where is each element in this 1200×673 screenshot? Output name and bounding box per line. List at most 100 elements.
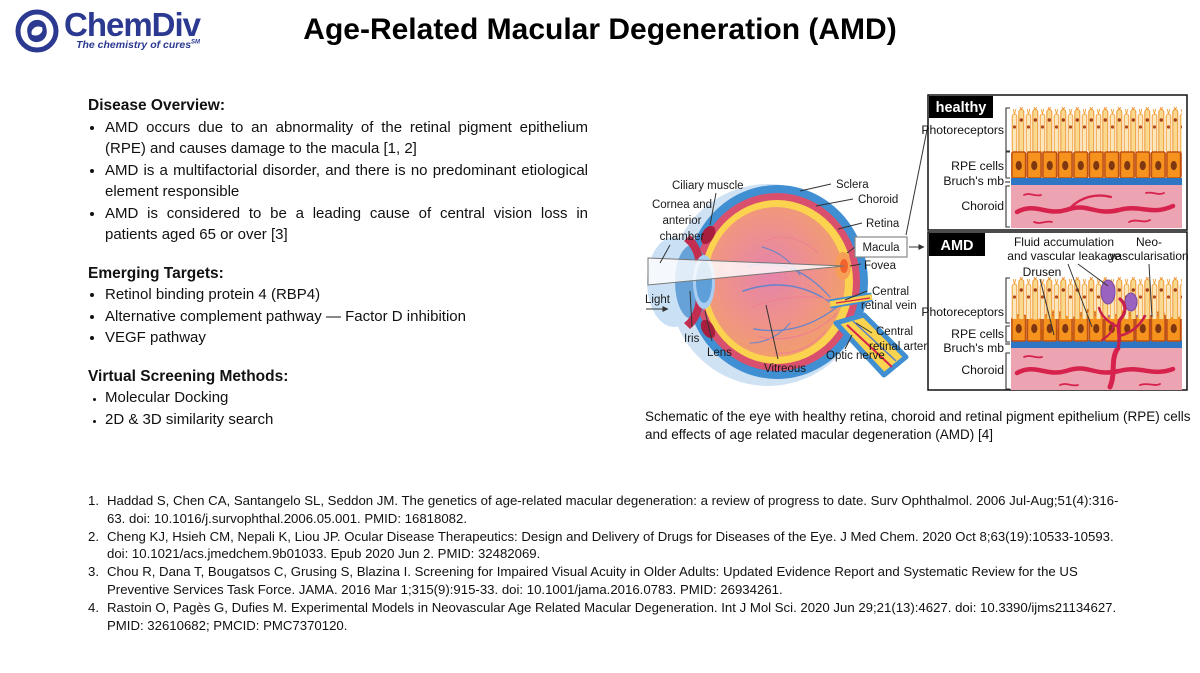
references: 1. Haddad S, Chen CA, Santangelo SL, Sedd… bbox=[88, 492, 1120, 634]
label-sclera: Sclera bbox=[836, 179, 869, 191]
line-fluid-2 bbox=[1077, 263, 1109, 287]
ciliary-muscle-lower bbox=[700, 319, 716, 339]
label-central-retinal-artery-2: retinal artery bbox=[869, 341, 933, 353]
line-vitreous bbox=[765, 304, 779, 360]
amd-panel: AMD Fluid accumulation and vascular leak… bbox=[921, 231, 1189, 391]
reference-text: Cheng KJ, Hsieh CM, Nepali K, Liou JP. O… bbox=[107, 528, 1114, 562]
healthy-panel: healthy Photoreceptors RPE cells Bruch's… bbox=[921, 94, 1188, 231]
label-light: Light bbox=[645, 294, 671, 306]
list-item: 2D & 3D similarity search bbox=[105, 409, 588, 431]
label-optic-nerve: Optic nerve bbox=[826, 350, 885, 362]
optic-nerve-structure bbox=[829, 292, 909, 378]
reference-number: 2. bbox=[88, 528, 99, 544]
label-vitreous: Vitreous bbox=[764, 363, 806, 375]
ciliary-muscle-upper bbox=[700, 225, 716, 245]
amd-neovessels bbox=[1097, 297, 1147, 350]
list-item: Molecular Docking bbox=[105, 387, 588, 409]
reference-item: 2. Cheng KJ, Hsieh CM, Nepali K, Liou JP.… bbox=[88, 528, 1120, 564]
healthy-rpe-layer bbox=[1011, 151, 1182, 179]
logo-tagline-mark: SM bbox=[191, 39, 201, 46]
label-central-retinal-artery-1: Central bbox=[876, 326, 913, 338]
label-fovea: Fovea bbox=[864, 260, 897, 272]
amd-label-fluid-1: Fluid accumulation bbox=[1014, 235, 1114, 249]
list-item: Alternative complement pathway — Factor … bbox=[105, 306, 588, 328]
healthy-tag: healthy bbox=[936, 100, 987, 116]
label-central-retinal-vein-1: Central bbox=[872, 286, 909, 298]
label-lens: Lens bbox=[707, 347, 732, 359]
retinal-vessels bbox=[742, 236, 838, 354]
healthy-label-rpe-cells: RPE cells bbox=[951, 159, 1004, 173]
list-item: AMD is a multifactorial disorder, and th… bbox=[105, 160, 588, 203]
line-lens bbox=[704, 310, 713, 342]
reference-number: 4. bbox=[88, 599, 99, 615]
logo-name: ChemDiv bbox=[64, 6, 201, 43]
list-item: AMD occurs due to an abnormality of the … bbox=[105, 117, 588, 160]
label-cornea-line1: Cornea and bbox=[652, 199, 712, 211]
amd-label-neo-2: vascularisation bbox=[1109, 249, 1188, 263]
label-cornea-line3: chamber bbox=[660, 231, 705, 243]
line-choroid bbox=[815, 198, 854, 207]
chemdiv-logo-icon bbox=[15, 9, 59, 53]
amd-fluid-blob-2 bbox=[1124, 292, 1138, 312]
reference-item: 4. Rastoin O, Pagès G, Dufies M. Experime… bbox=[88, 599, 1120, 635]
vitreous-body bbox=[707, 207, 845, 357]
list-item: VEGF pathway bbox=[105, 327, 588, 349]
reference-item: 3.Chou R, Dana T, Bougatsos C, Grusing S… bbox=[88, 563, 1120, 599]
label-leader-lines bbox=[646, 124, 929, 360]
macula-label-box bbox=[854, 236, 908, 258]
line-macula-to-healthy-panel bbox=[905, 124, 929, 236]
amd-fluid-blob-1 bbox=[1100, 279, 1116, 305]
chemdiv-logo: ChemDiv The chemistry of curesSM bbox=[14, 6, 201, 54]
virtual-screening-list: Molecular Docking 2D & 3D similarity sea… bbox=[88, 387, 588, 430]
line-central-retinal-vein bbox=[844, 290, 868, 301]
healthy-label-bruchs-mb: Bruch's mb bbox=[943, 174, 1004, 188]
amd-tag-box bbox=[929, 233, 985, 256]
line-macula bbox=[846, 246, 856, 254]
healthy-tag-box bbox=[929, 96, 993, 118]
label-choroid: Choroid bbox=[858, 194, 898, 206]
healthy-brackets bbox=[1005, 107, 1010, 228]
label-ciliary-muscle: Ciliary muscle bbox=[672, 180, 744, 192]
amd-label-neo-1: Neo- bbox=[1136, 235, 1162, 249]
reference-number: 1. bbox=[88, 493, 99, 508]
line-iris bbox=[689, 290, 693, 328]
line-fluid-1 bbox=[1067, 263, 1093, 328]
line-ciliary-muscle bbox=[709, 192, 717, 226]
light-beam bbox=[647, 257, 845, 286]
virtual-screening-heading: Virtual Screening Methods: bbox=[88, 367, 289, 385]
line-optic-nerve bbox=[844, 334, 853, 350]
healthy-bruchs-membrane bbox=[1011, 178, 1182, 185]
page-title: Age-Related Macular Degeneration (AMD) bbox=[303, 13, 897, 46]
figure-caption: Schematic of the eye with healthy retina… bbox=[645, 409, 1191, 442]
healthy-label-photoreceptors: Photoreceptors bbox=[921, 123, 1004, 137]
line-drusen bbox=[1039, 278, 1055, 336]
section-emerging-targets: Emerging Targets: Retinol binding protei… bbox=[88, 263, 588, 349]
amd-label-choroid: Choroid bbox=[961, 363, 1004, 377]
healthy-choroid-vessels bbox=[1014, 191, 1176, 224]
disease-overview-heading: Disease Overview: bbox=[88, 97, 226, 114]
section-virtual-screening: Virtual Screening Methods: Molecular Doc… bbox=[88, 366, 588, 431]
reference-text: Chou R, Dana T, Bougatsos C, Grusing S, … bbox=[107, 564, 1078, 597]
reference-item: 1. Haddad S, Chen CA, Santangelo SL, Sedd… bbox=[88, 492, 1120, 528]
line-neovascularisation bbox=[1148, 263, 1153, 318]
amd-label-bruchs-mb: Bruch's mb bbox=[943, 341, 1004, 355]
list-item: AMD is considered to be a leading cause … bbox=[105, 203, 588, 246]
eye-figure: Ciliary muscle Cornea and anterior chamb… bbox=[645, 94, 1189, 391]
amd-label-photoreceptors: Photoreceptors bbox=[921, 305, 1004, 319]
left-column: Disease Overview: AMD occurs due to an a… bbox=[88, 95, 588, 430]
amd-tag: AMD bbox=[940, 238, 973, 254]
reference-text: Haddad S, Chen CA, Santangelo SL, Seddon… bbox=[107, 493, 1119, 526]
line-sclera bbox=[799, 183, 832, 192]
label-retina: Retina bbox=[866, 218, 900, 230]
amd-label-fluid-2: and vascular leakage bbox=[1007, 249, 1121, 263]
healthy-label-choroid: Choroid bbox=[961, 199, 1004, 213]
disease-overview-list: AMD occurs due to an abnormality of the … bbox=[88, 117, 588, 246]
reference-text: Rastoin O, Pagès G, Dufies M. Experiment… bbox=[107, 599, 1117, 633]
eye-diagram: Ciliary muscle Cornea and anterior chamb… bbox=[645, 124, 933, 386]
emerging-targets-heading: Emerging Targets: bbox=[88, 264, 224, 282]
amd-annotation-lines bbox=[1039, 263, 1153, 336]
line-central-retinal-artery bbox=[855, 322, 873, 334]
amd-photoreceptor-layer bbox=[1011, 277, 1182, 319]
section-disease-overview: Disease Overview: AMD occurs due to an a… bbox=[88, 95, 588, 246]
